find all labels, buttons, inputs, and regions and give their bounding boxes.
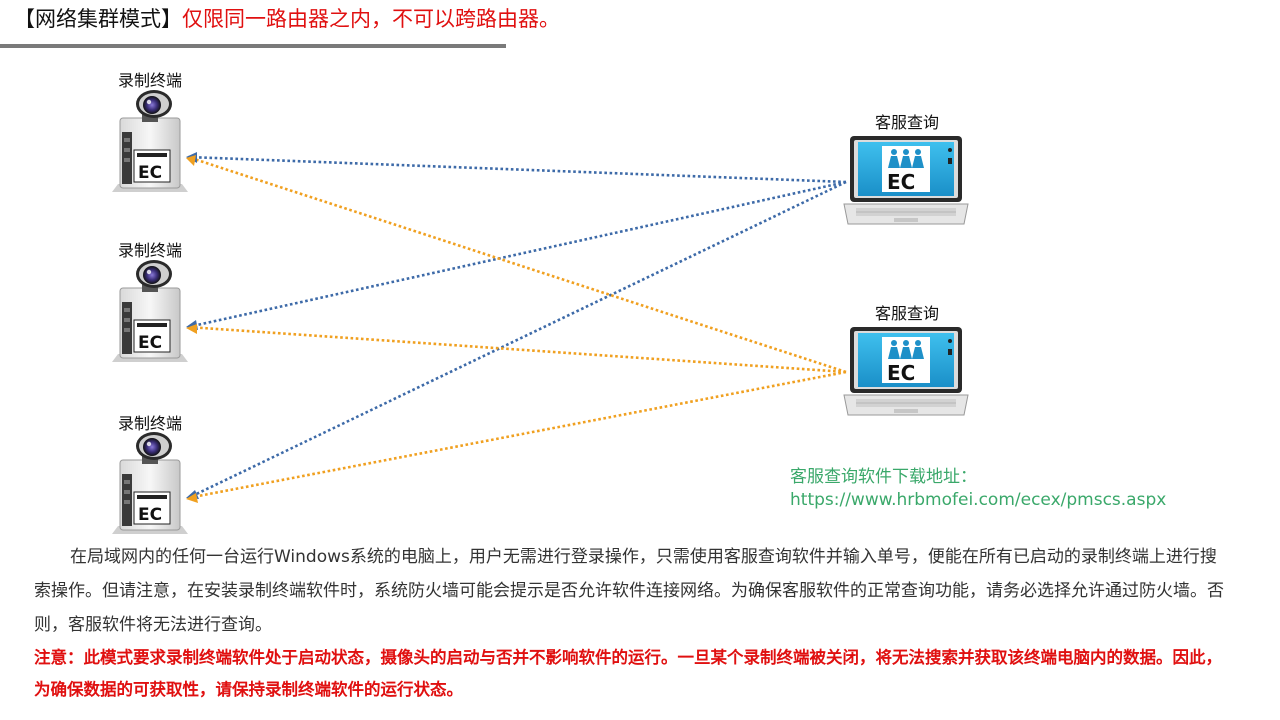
query-client-2-label: 客服查询 — [875, 304, 940, 323]
download-info: 客服查询软件下载地址： https://www.hrbmofei.com/ece… — [790, 466, 1166, 512]
recorder-2-label: 录制终端 — [118, 241, 183, 260]
link-client2-recorder3 — [187, 370, 847, 500]
link-client1-recorder1 — [187, 155, 847, 184]
title-underline — [0, 44, 506, 48]
description-paragraph: 在局域网内的任何一台运行Windows系统的电脑上，用户无需进行登录操作，只需使… — [34, 547, 1224, 635]
link-client1-recorder3 — [187, 180, 847, 500]
recorder-3-icon — [111, 431, 189, 535]
query-client-1-label: 客服查询 — [875, 113, 940, 132]
warning-note: 注意：此模式要求录制终端软件处于启动状态，摄像头的启动与否并不影响软件的运行。一… — [34, 648, 1222, 699]
link-client2-recorder2 — [187, 325, 847, 374]
query-client-2-laptop-icon — [843, 326, 969, 416]
recorder-3-label: 录制终端 — [118, 414, 183, 433]
arrowhead-orange-3 — [186, 493, 198, 503]
recorder-1-label: 录制终端 — [118, 71, 183, 90]
arrowhead-orange-2 — [186, 324, 197, 334]
page-title: 【网络集群模式】仅限同一路由器之内，不可以跨路由器。 — [14, 4, 560, 34]
link-client2-recorder1 — [187, 155, 847, 374]
query-client-1-laptop-icon — [843, 135, 969, 225]
arrowhead-orange-1 — [186, 155, 196, 166]
recorder-2-icon — [111, 259, 189, 363]
restriction-text: 仅限同一路由器之内，不可以跨路由器。 — [182, 7, 560, 31]
download-label: 客服查询软件下载地址： — [790, 467, 977, 487]
recorder-1-icon — [111, 89, 189, 193]
link-client1-recorder2 — [187, 180, 847, 329]
download-url-link[interactable]: https://www.hrbmofei.com/ecex/pmscs.aspx — [790, 490, 1167, 510]
mode-label: 【网络集群模式】 — [14, 7, 182, 31]
